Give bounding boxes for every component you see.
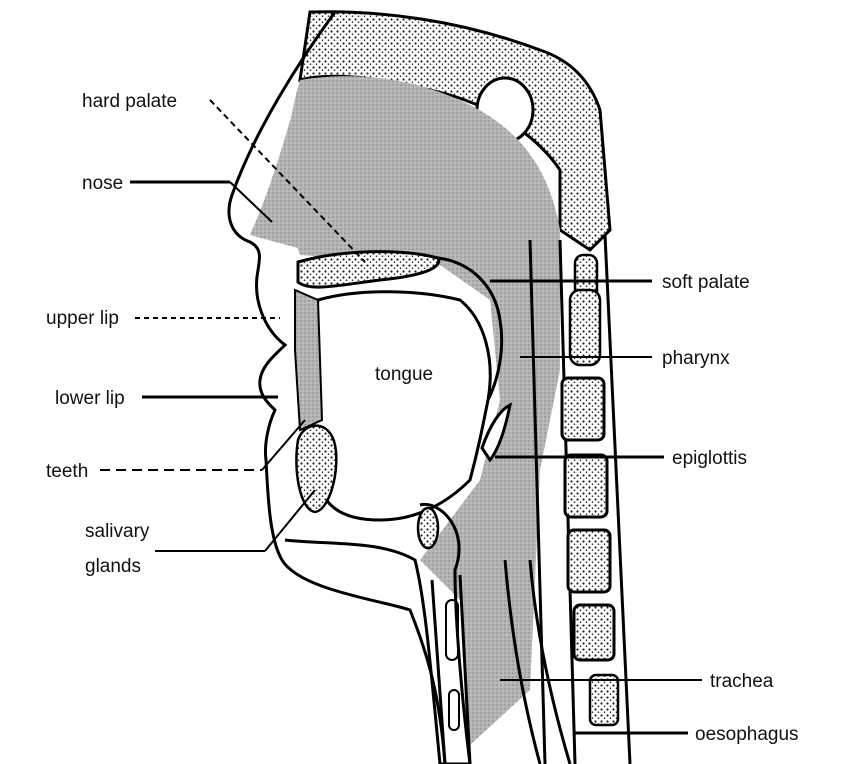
- larynx-cartilage: [418, 508, 438, 548]
- vertebra: [568, 530, 610, 592]
- label-tongue: tongue: [375, 364, 433, 385]
- label-nose: nose: [82, 173, 123, 194]
- nose-shape: [250, 85, 305, 250]
- vertebra: [570, 290, 600, 365]
- label-upper-lip: upper lip: [46, 308, 119, 329]
- vertebra: [565, 455, 607, 517]
- label-trachea: trachea: [710, 671, 774, 692]
- tongue-shape: [312, 292, 491, 520]
- label-salivary-glands-line1: salivary: [85, 521, 150, 542]
- label-epiglottis: epiglottis: [672, 448, 747, 469]
- label-teeth: teeth: [46, 461, 88, 482]
- vertebra: [574, 605, 614, 660]
- hard-palate-shape: [298, 252, 439, 287]
- label-hard-palate: hard palate: [82, 91, 177, 112]
- teeth-shape: [295, 290, 322, 430]
- trachea-ring: [449, 690, 459, 730]
- label-pharynx: pharynx: [662, 348, 730, 369]
- label-oesophagus: oesophagus: [695, 724, 799, 745]
- vertebra: [590, 675, 618, 725]
- label-salivary-glands-line2: glands: [85, 556, 141, 577]
- label-soft-palate: soft palate: [662, 272, 750, 293]
- label-lower-lip: lower lip: [55, 388, 125, 409]
- vertebra: [562, 378, 604, 440]
